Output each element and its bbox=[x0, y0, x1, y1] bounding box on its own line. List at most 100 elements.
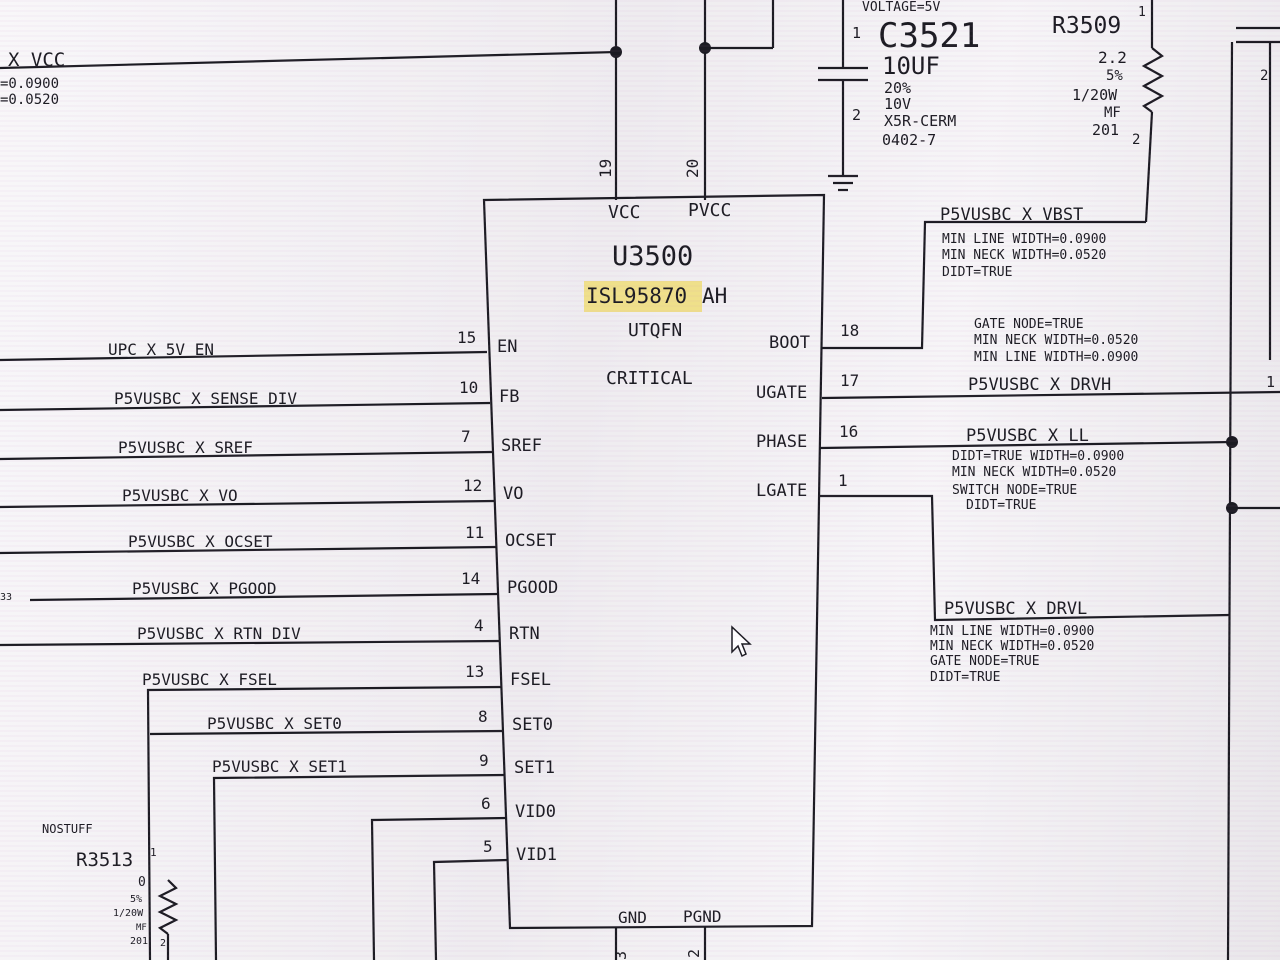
en-wire bbox=[0, 350, 488, 362]
ll-junction-dot bbox=[1226, 436, 1238, 448]
pin-num-vo: 12 bbox=[463, 476, 482, 495]
ll-attr-2: MIN NECK WIDTH=0.0520 bbox=[952, 465, 1116, 480]
pin-label-fb: FB bbox=[499, 387, 519, 407]
top-left-net-name: X VCC bbox=[8, 49, 65, 71]
net-label-drvh: P5VUSBC X DRVH bbox=[968, 375, 1111, 395]
pin-label-lgate: LGATE bbox=[756, 481, 807, 501]
r3509-power: 1/20W bbox=[1072, 86, 1118, 104]
net-label-drvl: P5VUSBC X DRVL bbox=[944, 599, 1087, 619]
boot-wire bbox=[822, 220, 1146, 350]
ugate-wire bbox=[821, 390, 1280, 400]
pgood-wire bbox=[29, 592, 499, 602]
vbst-attr-2: MIN NECK WIDTH=0.0520 bbox=[942, 248, 1106, 263]
net-label-set1: P5VUSBC X SET1 bbox=[212, 757, 347, 776]
r3513-zigzag bbox=[157, 879, 179, 935]
chip-package: UTQFN bbox=[628, 320, 682, 341]
r3513-type: MF bbox=[136, 923, 147, 933]
vid1-wire bbox=[432, 858, 509, 960]
r3513-value: 0 bbox=[138, 875, 146, 890]
r3509-package: 201 bbox=[1092, 121, 1119, 139]
vbst-attr-3: DIDT=TRUE bbox=[942, 265, 1012, 280]
pin-num-rtn: 4 bbox=[474, 616, 484, 635]
pin-label-sref: SREF bbox=[501, 436, 542, 456]
ocset-wire bbox=[0, 545, 497, 555]
pin-label-boot: BOOT bbox=[769, 333, 810, 353]
pin-num-set1: 9 bbox=[479, 751, 489, 770]
top-left-net-attr-2: =0.0520 bbox=[0, 92, 59, 108]
chip-reference: U3500 bbox=[612, 241, 693, 272]
pin-num-sref: 7 bbox=[461, 427, 471, 446]
net-label-fb: P5VUSBC X SENSE DIV bbox=[114, 389, 297, 408]
pin-num-pgnd: 2 bbox=[685, 949, 703, 958]
cap-tolerance: 20% bbox=[884, 79, 911, 97]
net-label-ll: P5VUSBC X LL bbox=[966, 426, 1089, 446]
r3509-pin-1: 1 bbox=[1138, 5, 1146, 20]
pin-label-phase: PHASE bbox=[756, 432, 807, 452]
phase-wire bbox=[819, 440, 1233, 450]
chip-part-number: ISL95870 bbox=[586, 284, 687, 308]
part-number-highlight bbox=[584, 281, 702, 312]
r3513-package: 201 bbox=[130, 936, 148, 947]
net-label-sref: P5VUSBC X SREF bbox=[118, 438, 253, 457]
pin-num-lgate: 1 bbox=[838, 471, 848, 490]
sref-wire bbox=[0, 450, 493, 461]
net-label-set0: P5VUSBC_X_SET0 bbox=[207, 714, 342, 733]
chip-body bbox=[482, 193, 826, 930]
rtn-wire bbox=[0, 639, 501, 647]
pin-num-ocset: 11 bbox=[465, 523, 484, 542]
fsel-wire bbox=[146, 685, 503, 960]
drvh-offpage-pin: 1 bbox=[1266, 373, 1275, 391]
ll-attr-4: DIDT=TRUE bbox=[966, 498, 1036, 513]
r3513-pin-1: 1 bbox=[150, 846, 157, 859]
cap-pin-1: 1 bbox=[852, 24, 861, 42]
drvl-attr-3: GATE NODE=TRUE bbox=[930, 654, 1040, 669]
vbst-attr-1: MIN LINE WIDTH=0.0900 bbox=[942, 232, 1106, 247]
r3509-reference: R3509 bbox=[1052, 13, 1121, 39]
cap-reference: C3521 bbox=[878, 16, 980, 56]
pin-label-vo: VO bbox=[503, 484, 523, 504]
gate-attr-3: MIN LINE WIDTH=0.0900 bbox=[974, 350, 1138, 365]
chip-part-suffix: AH bbox=[702, 284, 727, 308]
pvcc-junction-dot bbox=[699, 42, 711, 54]
r3513-reference: R3513 bbox=[76, 849, 133, 871]
net-label-vo: P5VUSBC_X_VO bbox=[122, 486, 238, 505]
pin-num-en: 15 bbox=[457, 328, 476, 347]
ll-branch-dot bbox=[1226, 502, 1238, 514]
chip-critical-note: CRITICAL bbox=[606, 368, 693, 389]
ll-attr-1: DIDT=TRUE WIDTH=0.0900 bbox=[952, 449, 1124, 464]
pin-num-vid0: 6 bbox=[481, 794, 491, 813]
pin-num-ugate: 17 bbox=[840, 371, 859, 390]
r3513-stuff-property: NOSTUFF bbox=[42, 822, 93, 836]
cap-voltage-property: VOLTAGE=5V bbox=[862, 0, 940, 15]
vo-wire bbox=[0, 499, 495, 509]
r3509-zigzag bbox=[1141, 47, 1165, 113]
drvl-attr-4: DIDT=TRUE bbox=[930, 670, 1000, 685]
pin-label-vid1: VID1 bbox=[516, 845, 557, 865]
mouse-cursor-icon bbox=[731, 625, 752, 658]
r3513-pin-2: 2 bbox=[160, 938, 166, 949]
cap-value: 10UF bbox=[882, 52, 940, 80]
net-label-vbst: P5VUSBC X VBST bbox=[940, 205, 1083, 225]
drvl-attr-2: MIN NECK WIDTH=0.0520 bbox=[930, 639, 1094, 654]
set1-wire bbox=[212, 773, 506, 960]
pin-label-vid0: VID0 bbox=[515, 802, 556, 822]
pin-label-pgood: PGOOD bbox=[507, 578, 558, 598]
net-label-fsel: P5VUSBC X FSEL bbox=[142, 670, 277, 689]
drvl-attr-1: MIN LINE WIDTH=0.0900 bbox=[930, 624, 1094, 639]
r3509-bottom-wire bbox=[1144, 111, 1154, 223]
cap-pin-2: 2 bbox=[852, 106, 861, 124]
edge-label-2: 2 bbox=[1260, 68, 1268, 84]
r3509-value: 2.2 bbox=[1098, 48, 1127, 67]
pin-label-ocset: OCSET bbox=[505, 531, 556, 551]
cap-voltage-rating: 10V bbox=[884, 95, 911, 113]
pin-num-boot: 18 bbox=[840, 321, 859, 340]
lgate-wire bbox=[820, 494, 1231, 622]
r3509-pin-2: 2 bbox=[1132, 132, 1140, 148]
pin-num-gnd: 3 bbox=[612, 951, 630, 960]
vid0-wire bbox=[370, 816, 508, 960]
pin-num-pvcc: 20 bbox=[683, 159, 702, 178]
top-left-net-attr-1: =0.0900 bbox=[0, 76, 59, 92]
pin-num-phase: 16 bbox=[839, 422, 858, 441]
r3509-type: MF bbox=[1104, 105, 1121, 121]
r3509-tolerance: 5% bbox=[1106, 68, 1123, 84]
